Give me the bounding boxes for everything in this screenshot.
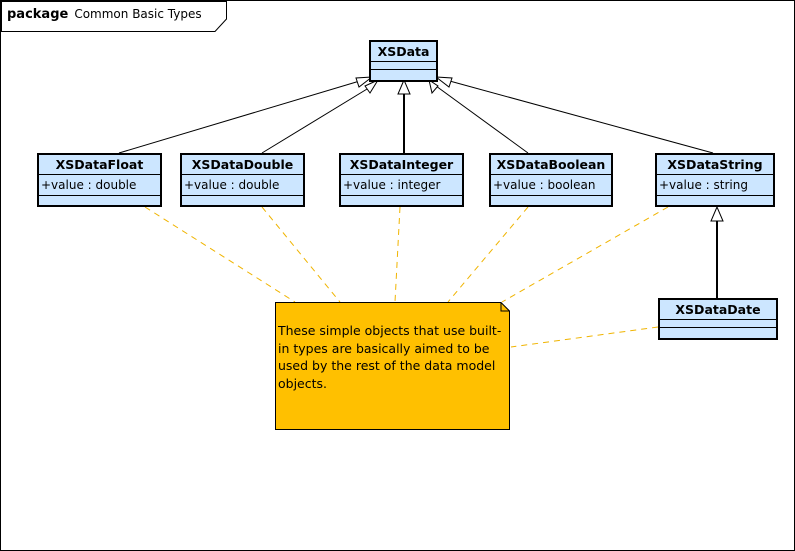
class-xsdatastring[interactable]: XSDataString +value : string xyxy=(655,153,775,207)
note-link-integer xyxy=(394,206,401,303)
package-name: Common Basic Types xyxy=(74,7,202,21)
note-link-string xyxy=(501,206,669,303)
note-link-double xyxy=(261,206,341,303)
class-xsdataboolean[interactable]: XSDataBoolean +value : boolean xyxy=(489,153,613,207)
class-xsdatadouble[interactable]: XSDataDouble +value : double xyxy=(180,153,305,207)
class-attribute: +value : double xyxy=(182,175,303,196)
class-name: XSDataFloat xyxy=(39,155,160,175)
operation-compartment xyxy=(341,196,462,202)
class-name: XSDataBoolean xyxy=(491,155,611,175)
operation-compartment xyxy=(657,196,773,202)
operation-compartment xyxy=(39,196,160,202)
package-label: package Common Basic Types xyxy=(7,7,202,22)
attribute-compartment xyxy=(371,62,436,70)
generalization-string xyxy=(445,79,714,154)
class-name: XSDataDouble xyxy=(182,155,303,175)
note-link-boolean xyxy=(447,206,529,303)
arrowhead-string xyxy=(434,76,453,88)
generalization-float xyxy=(118,79,364,154)
class-name: XSDataDate xyxy=(660,300,776,320)
note[interactable]: These simple objects that use built-in t… xyxy=(275,302,510,430)
class-name: XSData xyxy=(371,42,436,62)
note-link-date xyxy=(510,326,659,348)
operation-compartment xyxy=(182,196,303,202)
generalization-double xyxy=(261,85,373,154)
arrowhead-boolean xyxy=(428,78,439,95)
package-tab: package Common Basic Types xyxy=(1,1,227,32)
class-name: XSDataString xyxy=(657,155,773,175)
arrowhead-double xyxy=(364,78,380,94)
class-attribute: +value : double xyxy=(39,175,160,196)
generalization-boolean xyxy=(435,85,529,154)
class-attribute: +value : boolean xyxy=(491,175,611,196)
note-text: These simple objects that use built-in t… xyxy=(278,323,502,391)
operation-compartment xyxy=(660,328,776,334)
package-keyword: package xyxy=(7,7,69,22)
package-tab-shape xyxy=(1,1,227,32)
class-xsdatafloat[interactable]: XSDataFloat +value : double xyxy=(37,153,162,207)
class-attribute: +value : integer xyxy=(341,175,462,196)
note-link-float xyxy=(144,206,296,303)
attribute-compartment xyxy=(660,320,776,328)
operation-compartment xyxy=(491,196,611,202)
arrowhead-float xyxy=(355,76,374,88)
class-xsdata[interactable]: XSData xyxy=(369,40,438,82)
operation-compartment xyxy=(371,70,436,76)
arrowhead-date xyxy=(710,205,724,222)
class-name: XSDataInteger xyxy=(341,155,462,175)
class-xsdatadate[interactable]: XSDataDate xyxy=(658,298,778,340)
class-xsdatainteger[interactable]: XSDataInteger +value : integer xyxy=(339,153,464,207)
class-attribute: +value : string xyxy=(657,175,773,196)
arrowhead-integer xyxy=(397,78,411,95)
note-shape xyxy=(275,302,510,430)
